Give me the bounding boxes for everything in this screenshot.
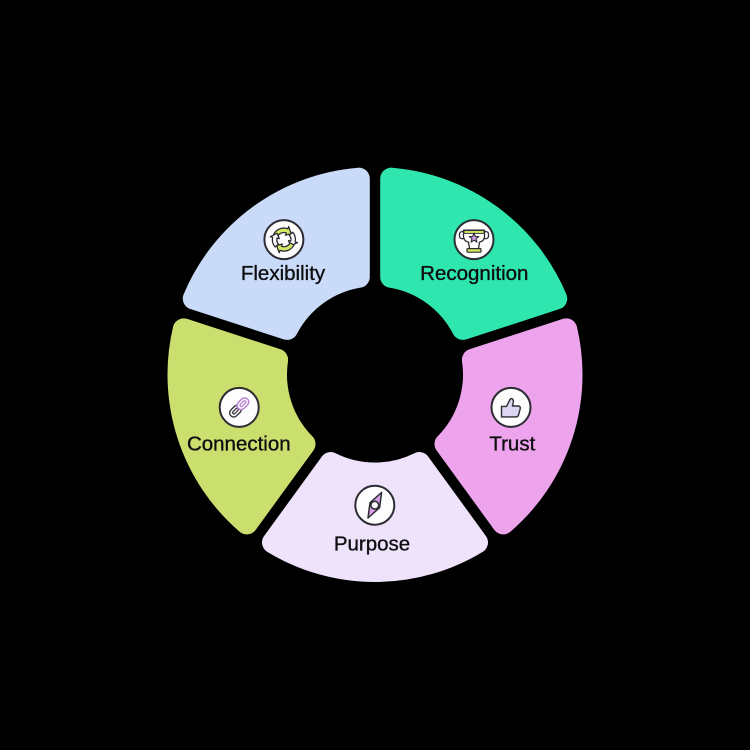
svg-text:Flexibility: Flexibility	[241, 262, 326, 285]
svg-text:Recognition: Recognition	[420, 262, 528, 285]
svg-text:Purpose: Purpose	[334, 533, 410, 556]
svg-text:Connection: Connection	[187, 433, 291, 456]
svg-text:Trust: Trust	[489, 433, 535, 456]
